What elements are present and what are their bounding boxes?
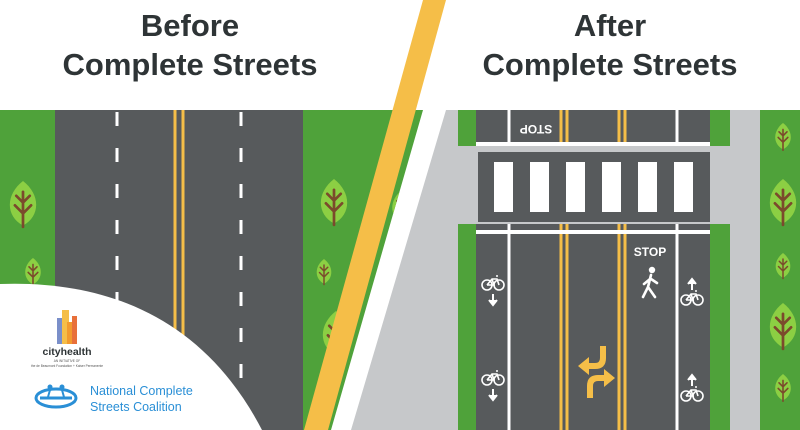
before-title-line1: Before xyxy=(140,8,240,43)
bicycle-icon xyxy=(680,386,704,402)
cityhealth-tagline: the de Beaumont Foundation + Kaiser Perm… xyxy=(31,364,103,368)
cityhealth-wordmark: cityhealth xyxy=(42,346,91,358)
turn-arrow-icon xyxy=(587,369,615,398)
crosswalk xyxy=(478,152,710,222)
after-title-line2: Complete Streets xyxy=(482,47,738,82)
before-title-line2: Complete Streets xyxy=(62,47,318,82)
cityhealth-logo: cityhealth AN INITIATIVE OF the de Beaum… xyxy=(31,310,103,368)
bicycle-icon xyxy=(680,290,704,306)
stop-marking-top: STOP xyxy=(520,122,552,136)
down-arrow-icon xyxy=(488,294,498,307)
bicycle-icon xyxy=(481,275,505,291)
up-arrow-icon xyxy=(687,373,697,386)
up-arrow-icon xyxy=(687,277,697,290)
diagonal-divider xyxy=(304,0,446,430)
crosswalk-stripes xyxy=(494,162,693,212)
bicycle-icon xyxy=(481,370,505,386)
before-title: Before Complete Streets xyxy=(10,6,370,84)
after-title-line1: After xyxy=(573,8,647,43)
stop-marking-bottom: STOP xyxy=(634,245,666,259)
cityhealth-tagline: AN INITIATIVE OF xyxy=(54,359,81,363)
after-title: After Complete Streets xyxy=(430,6,790,84)
ncsc-name-line2: Streets Coalition xyxy=(90,400,182,414)
ncsc-logo: National Complete Streets Coalition xyxy=(34,384,193,414)
turn-arrow-icon xyxy=(578,346,606,375)
stop-bar xyxy=(476,142,710,146)
after-street: STOP STOP xyxy=(351,110,800,430)
ncsc-name-line1: National Complete xyxy=(90,384,193,398)
sidewalk-right xyxy=(730,110,760,430)
stop-bar xyxy=(476,230,710,234)
down-arrow-icon xyxy=(488,389,498,402)
pedestrian-icon xyxy=(641,266,659,299)
